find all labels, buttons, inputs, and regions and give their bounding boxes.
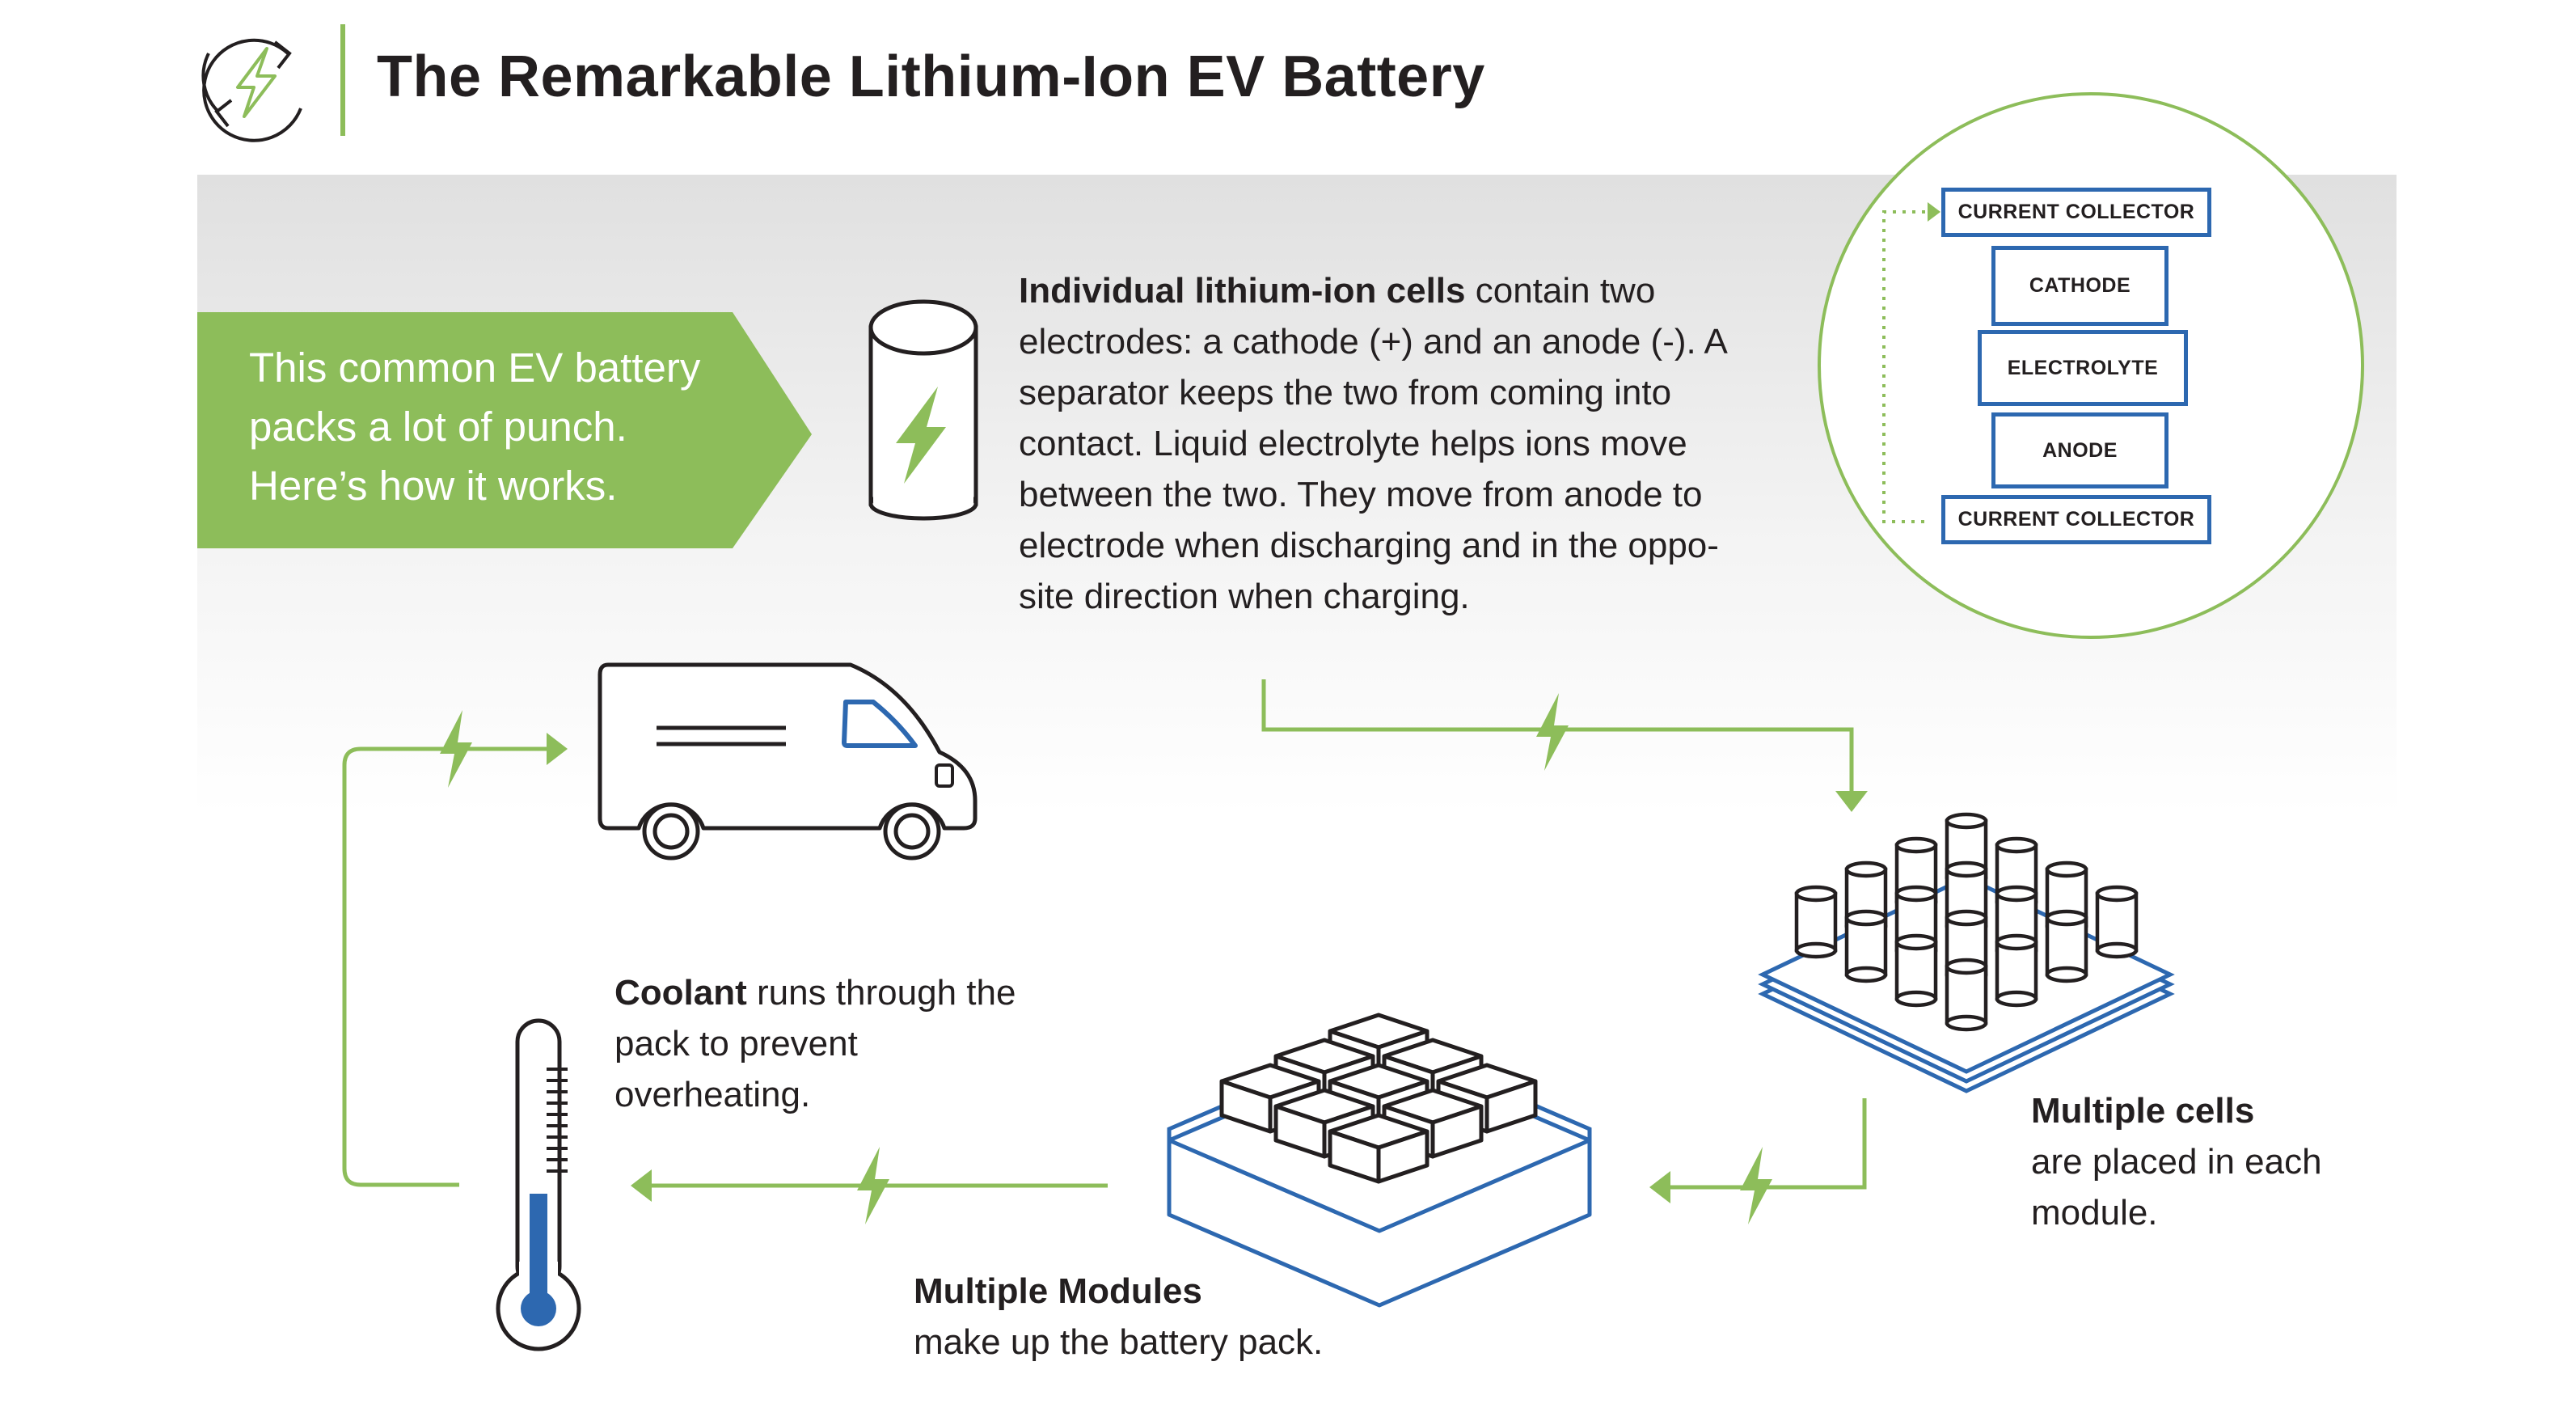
flow-arrow-coolant-to-van xyxy=(342,710,568,1187)
cells-description: Individual lithium-ion cells contain two… xyxy=(1019,265,1763,622)
multiple-cells-heading: Multiple cells xyxy=(2031,1091,2255,1131)
modules-description: Multiple Modules make up the battery pac… xyxy=(914,1266,1528,1368)
battery-pack-icon xyxy=(1167,1015,1592,1308)
recycle-bolt-icon xyxy=(201,38,302,142)
multiple-cells-body: are placed in each module. xyxy=(2031,1142,2322,1233)
modules-heading: Multiple Modules xyxy=(914,1271,1202,1311)
intro-line-2: packs a lot of punch. xyxy=(249,404,627,450)
flow-arrow-cells-to-module xyxy=(1261,679,1868,812)
layer-current-collector-top: CURRENT COLLECTOR xyxy=(1941,188,2211,237)
layer-current-collector-bottom: CURRENT COLLECTOR xyxy=(1941,495,2211,544)
modules-body: make up the battery pack. xyxy=(914,1322,1324,1362)
coolant-description: Coolant runs through the pack to prevent… xyxy=(614,967,1035,1120)
page-title: The Remarkable Lithium-Ion EV Battery xyxy=(377,44,1485,109)
coolant-body: runs through the pack to prevent overhea… xyxy=(614,973,1016,1114)
cells-body: contain two electrodes: a cathode (+) an… xyxy=(1019,271,1726,616)
van-icon xyxy=(598,662,978,860)
intro-text: This common EV battery packs a lot of pu… xyxy=(249,338,750,515)
layer-anode: ANODE xyxy=(1991,412,2168,488)
battery-module-icon xyxy=(1758,814,2175,1093)
cells-heading: Individual lithium-ion cells xyxy=(1019,271,1466,311)
collector-arrow-head xyxy=(1928,202,1940,222)
multiple-cells-description: Multiple cells are placed in each module… xyxy=(2031,1085,2371,1238)
collector-link xyxy=(1882,210,1926,523)
intro-callout xyxy=(197,312,812,548)
intro-line-1: This common EV battery xyxy=(249,345,701,391)
intro-line-3: Here’s how it works. xyxy=(249,463,618,509)
battery-cell-icon xyxy=(868,299,978,521)
flow-arrow-pack-to-coolant xyxy=(631,1147,1108,1224)
coolant-heading: Coolant xyxy=(614,973,747,1013)
flow-arrow-module-to-pack xyxy=(1649,1098,1867,1224)
thermometer-icon xyxy=(496,1018,581,1351)
layer-cathode: CATHODE xyxy=(1991,246,2168,326)
layer-electrolyte: ELECTROLYTE xyxy=(1978,330,2188,406)
